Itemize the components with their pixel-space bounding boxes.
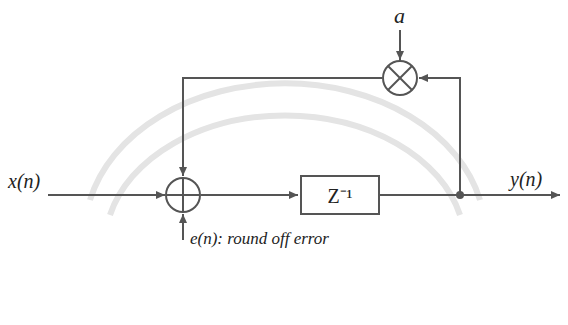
feedback-wire (419, 78, 460, 195)
delay-label: Z⁻¹ (327, 182, 352, 209)
input-wire (48, 194, 165, 196)
feedback-return-wire (183, 78, 382, 176)
output-wire (380, 194, 560, 196)
junction-dot (456, 191, 464, 199)
coefficient-label: a (394, 4, 405, 28)
coefficient-wire (399, 30, 401, 60)
error-label: e(n): round off error (190, 230, 329, 249)
signal-label: x(n) (8, 170, 40, 192)
error-wire (182, 214, 184, 240)
multiplier-symbol (383, 61, 417, 95)
adder-output-wire (201, 194, 298, 196)
adder-symbol (166, 178, 200, 212)
signal-label: y(n) (510, 168, 542, 190)
delay-box: Z⁻¹ (300, 175, 380, 215)
